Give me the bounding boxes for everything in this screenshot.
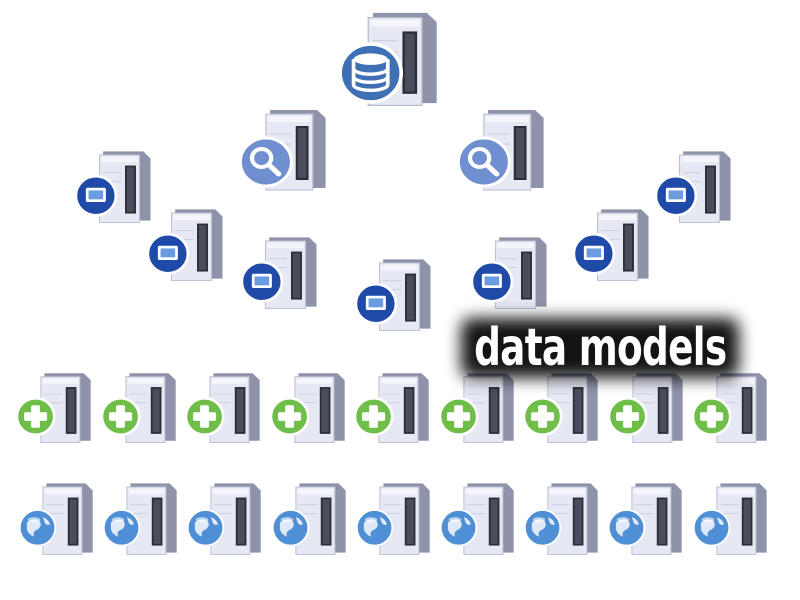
- monitor-server-2: [146, 204, 228, 284]
- search-server-2: [454, 104, 550, 194]
- web-server-3-graphic: [187, 483, 262, 555]
- globe-icon: [271, 509, 309, 547]
- web-server-7-graphic: [524, 483, 598, 555]
- server-tower: [379, 483, 430, 555]
- web-server-9-graphic: [692, 483, 767, 555]
- monitor-server-5: [470, 232, 552, 312]
- add-server-3-graphic: [184, 373, 260, 443]
- database-icon: [338, 42, 404, 104]
- plus-icon: [100, 397, 141, 437]
- monitor-server-6-graphic: [572, 209, 649, 281]
- magnifier-icon: [238, 136, 294, 188]
- monitor-server-7: [654, 146, 736, 226]
- search-server-1: [236, 104, 332, 194]
- web-server-9: [692, 478, 772, 558]
- add-server-5-graphic: [353, 373, 429, 443]
- monitor-server-6: [572, 204, 654, 284]
- plus-icon: [522, 397, 563, 437]
- web-server-5-graphic: [355, 483, 430, 555]
- web-server-4-graphic: [271, 483, 346, 555]
- web-server-2: [102, 478, 182, 558]
- plus-icon: [438, 397, 479, 437]
- plus-icon: [353, 397, 394, 437]
- monitor-icon: [654, 174, 698, 217]
- database-server: [334, 6, 444, 110]
- search-server-1-graphic: [238, 110, 326, 191]
- plus-icon: [691, 397, 732, 437]
- web-server-2-graphic: [103, 483, 177, 555]
- add-server-2: [100, 368, 181, 446]
- monitor-server-3: [240, 232, 322, 312]
- add-server-9-graphic: [691, 373, 767, 443]
- monitor-server-2-graphic: [146, 209, 223, 281]
- add-server-1: [15, 368, 96, 446]
- monitor-server-3-graphic: [240, 237, 317, 309]
- add-server-8: [607, 368, 688, 446]
- monitor-icon: [572, 232, 616, 275]
- plus-icon: [269, 397, 310, 437]
- add-server-4-graphic: [269, 373, 345, 443]
- add-server-7-graphic: [522, 373, 598, 443]
- monitor-icon: [470, 260, 514, 303]
- caption-shadow: [461, 318, 739, 378]
- server-tower: [40, 373, 91, 443]
- globe-icon: [103, 509, 141, 547]
- monitor-server-5-graphic: [470, 237, 547, 309]
- monitor-server-4-graphic: [354, 259, 431, 331]
- add-server-7: [522, 368, 603, 446]
- monitor-icon: [354, 282, 398, 325]
- server-tower: [463, 483, 514, 555]
- add-server-1-graphic: [15, 373, 91, 443]
- caption-text: data models: [473, 318, 727, 378]
- plus-icon: [15, 397, 56, 437]
- web-server-8-graphic: [608, 483, 683, 555]
- web-server-1: [18, 478, 98, 558]
- globe-icon: [608, 509, 646, 547]
- plus-icon: [184, 397, 225, 437]
- web-server-6: [439, 478, 519, 558]
- web-server-3: [186, 478, 266, 558]
- monitor-icon: [146, 232, 190, 275]
- add-server-9: [691, 368, 772, 446]
- add-server-5: [353, 368, 434, 446]
- magnifier-icon: [456, 136, 512, 188]
- database-server-graphic: [338, 12, 437, 106]
- web-server-1-graphic: [18, 483, 93, 555]
- globe-icon: [692, 509, 730, 547]
- monitor-server-4: [354, 254, 436, 334]
- monitor-server-1-graphic: [74, 151, 151, 223]
- monitor-icon: [74, 174, 118, 217]
- add-server-6-graphic: [438, 373, 514, 443]
- data-models-caption: data models: [455, 312, 745, 384]
- add-server-6: [438, 368, 519, 446]
- web-server-6-graphic: [439, 483, 514, 555]
- globe-icon: [439, 509, 478, 547]
- add-server-8-graphic: [607, 373, 683, 443]
- web-server-7: [523, 478, 603, 558]
- add-server-2-graphic: [100, 373, 176, 443]
- web-server-5: [355, 478, 435, 558]
- globe-icon: [524, 509, 562, 547]
- monitor-server-7-graphic: [654, 151, 731, 223]
- web-server-4: [271, 478, 351, 558]
- globe-icon: [18, 509, 57, 547]
- monitor-icon: [240, 260, 284, 303]
- globe-icon: [187, 509, 225, 547]
- globe-icon: [355, 509, 394, 547]
- search-server-2-graphic: [456, 110, 544, 191]
- add-server-3: [184, 368, 265, 446]
- web-server-8: [607, 478, 687, 558]
- plus-icon: [607, 397, 648, 437]
- monitor-server-1: [74, 146, 156, 226]
- add-server-4: [269, 368, 350, 446]
